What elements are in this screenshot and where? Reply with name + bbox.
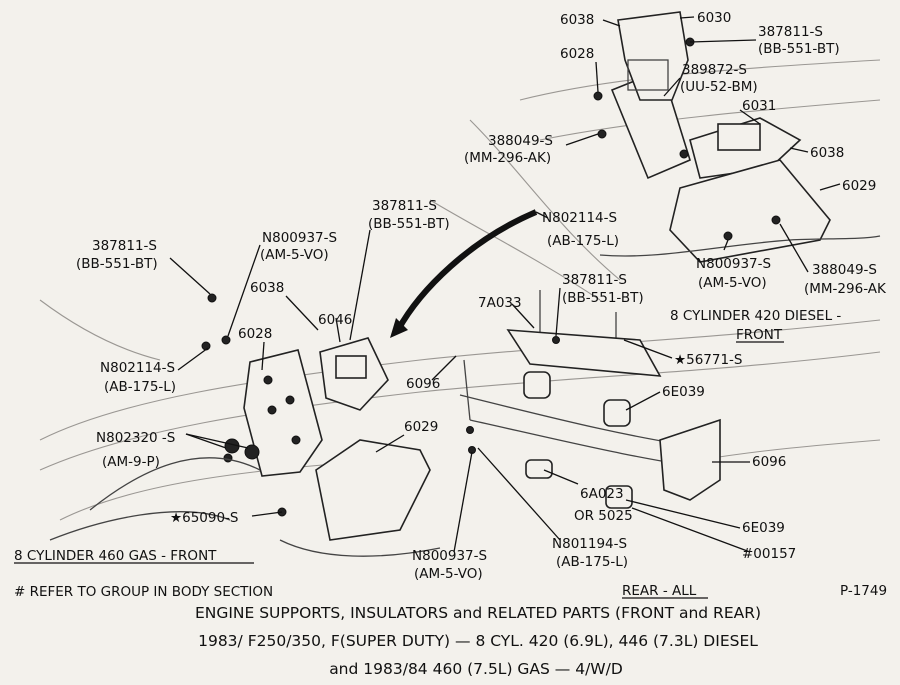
section-diesel-front-line2: FRONT — [736, 327, 783, 343]
label-387811-mid: 387811-S — [372, 198, 437, 214]
label-6028-l: 6028 — [238, 326, 272, 342]
insulator-6A023 — [525, 459, 553, 479]
label-387811-c-code: (BB-551-BT) — [562, 290, 644, 306]
footnote: # REFER TO GROUP IN BODY SECTION — [14, 584, 273, 600]
title-line1: ENGINE SUPPORTS, INSULATORS and RELATED … — [195, 604, 761, 622]
label-N802114-l-code: (AB-175-L) — [104, 379, 176, 395]
bolt-387811-l — [207, 293, 217, 303]
bracket-6028-l — [243, 349, 323, 477]
label-N800937-b: N800937-S — [412, 548, 487, 564]
section-headings: 8 CYLINDER 420 DIESEL - FRONT 8 CYLINDER… — [14, 308, 841, 599]
label-387811-mid-code: (BB-551-BT) — [368, 216, 450, 232]
label-6038-l: 6038 — [250, 280, 284, 296]
label-6A023-or: OR 5025 — [574, 508, 633, 524]
label-389872: 389872-S — [682, 62, 747, 78]
insulator-6038-l — [335, 355, 367, 379]
label-N800937-l-code: (AM-5-VO) — [260, 247, 329, 263]
bolt-389872 — [679, 149, 689, 159]
label-7A033: 7A033 — [478, 295, 522, 311]
label-00157: #00157 — [742, 546, 796, 562]
label-6096-c: 6096 — [406, 376, 440, 392]
diesel-front-assembly — [593, 11, 881, 263]
insulator-upper-rear — [523, 371, 551, 399]
nut-N800937-l — [221, 335, 231, 345]
rear-assembly — [459, 290, 721, 509]
section-gas-front: 8 CYLINDER 460 GAS - FRONT — [14, 548, 217, 564]
label-388049-r: 388049-S — [812, 262, 877, 278]
label-388049-r-code: (MM-296-AK — [804, 281, 887, 297]
label-65090: ★65090-S — [170, 510, 239, 526]
label-N801194-code: (AB-175-L) — [556, 554, 628, 570]
bracket-6096-r — [659, 418, 721, 501]
figure-code: P-1749 — [840, 583, 887, 599]
title-line2: 1983/ F250/350, F(SUPER DUTY) — 8 CYL. 4… — [198, 632, 758, 650]
label-N802114-l: N802114-S — [100, 360, 175, 376]
label-N800937-r-code: (AM-5-VO) — [698, 275, 767, 291]
label-N802320: N802320 -S — [96, 430, 175, 446]
bolt-6028-top — [593, 91, 603, 101]
label-N802114-mid-code: (AB-175-L) — [547, 233, 619, 249]
label-6E039-b: 6E039 — [742, 520, 785, 536]
part-labels: 6038 6030 387811-S (BB-551-BT) 6028 3898… — [76, 10, 887, 582]
label-387811-c: 387811-S — [562, 272, 627, 288]
crossmember-6096-c — [506, 329, 662, 377]
direction-arrow — [395, 209, 538, 332]
label-N801194: N801194-S — [552, 536, 627, 552]
insulator-block-6038-r — [717, 123, 761, 151]
label-N800937-r: N800937-S — [696, 256, 771, 272]
label-6038-r: 6038 — [810, 145, 844, 161]
section-rear-all: REAR - ALL — [622, 583, 697, 599]
label-6E039-r: 6E039 — [662, 384, 705, 400]
label-6031: 6031 — [742, 98, 776, 114]
label-387811-tr: 387811-S — [758, 24, 823, 40]
label-N802114-mid: N802114-S — [542, 210, 617, 226]
nut-N800937-r — [723, 231, 733, 241]
diagram-title: ENGINE SUPPORTS, INSULATORS and RELATED … — [195, 604, 761, 678]
title-line3: and 1983/84 460 (7.5L) GAS — 4/W/D — [329, 660, 623, 678]
label-N800937-b-code: (AM-5-VO) — [414, 566, 483, 582]
label-6030: 6030 — [697, 10, 731, 26]
background-frame-artwork — [39, 59, 881, 521]
label-387811-l: 387811-S — [92, 238, 157, 254]
gas-front-assembly — [49, 293, 441, 557]
label-6029-c: 6029 — [404, 419, 438, 435]
section-diesel-front-line1: 8 CYLINDER 420 DIESEL - — [670, 308, 841, 324]
bracket-6029-c — [315, 439, 431, 541]
bolt-387811-c — [552, 336, 560, 344]
label-6096-r: 6096 — [752, 454, 786, 470]
label-388049-l: 388049-S — [488, 133, 553, 149]
leader-lines — [169, 16, 841, 553]
bracket-6029-r — [669, 159, 831, 263]
label-6038-top: 6038 — [560, 12, 594, 28]
label-6A023: 6A023 — [580, 486, 624, 502]
label-6046: 6046 — [318, 312, 352, 328]
label-N802320-code: (AM-9-P) — [102, 454, 160, 470]
label-56771: ★56771-S — [674, 352, 743, 368]
insulator-6E039-b — [605, 485, 633, 509]
insulator-6E039-r — [603, 399, 631, 427]
label-N800937-l: N800937-S — [262, 230, 337, 246]
label-388049-l-code: (MM-296-AK) — [464, 150, 551, 166]
label-387811-l-code: (BB-551-BT) — [76, 256, 158, 272]
bolt-388049-r — [771, 215, 781, 225]
bolt-388049-l — [597, 129, 607, 139]
label-387811-tr-code: (BB-551-BT) — [758, 41, 840, 57]
label-389872-code: (UU-52-BM) — [680, 79, 758, 95]
label-6028-top: 6028 — [560, 46, 594, 62]
arrow-head-icon — [390, 318, 408, 338]
label-6029-r: 6029 — [842, 178, 876, 194]
support-6030 — [617, 11, 689, 101]
